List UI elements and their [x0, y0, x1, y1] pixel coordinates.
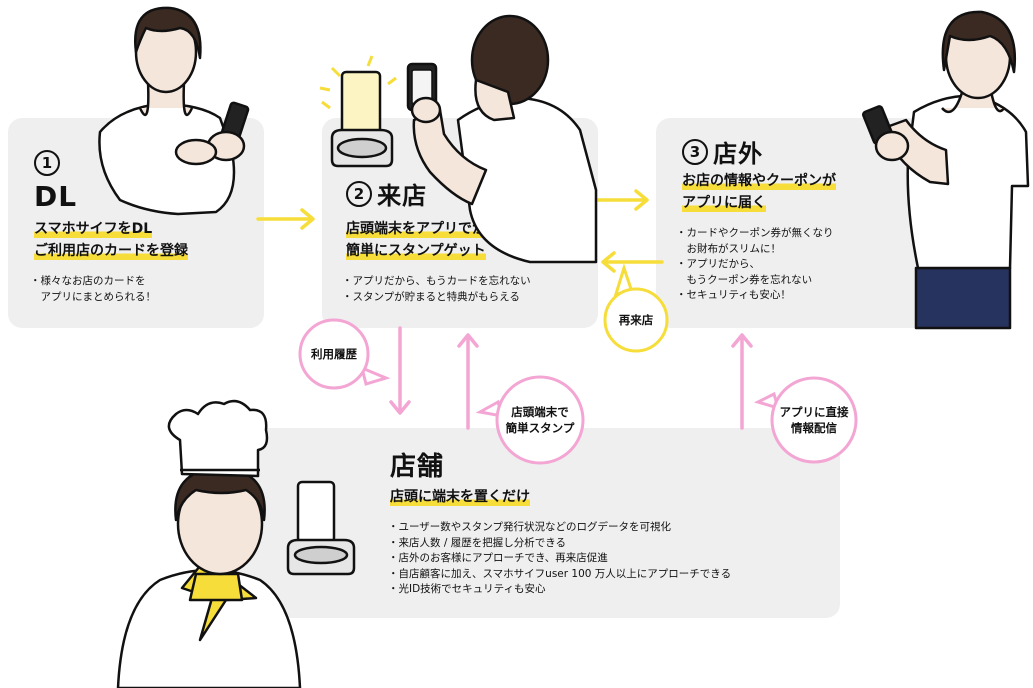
step1-number: 1	[34, 150, 60, 176]
step1-title: DL	[34, 180, 78, 213]
step3-title: 店外	[713, 140, 764, 168]
step2-title: 来店	[377, 182, 428, 210]
arrow-step3-to-step2	[601, 251, 664, 273]
step3-heading: 3 店外	[682, 134, 763, 169]
step1-bullet: アプリにまとめられる！	[30, 290, 156, 303]
store-bullet: ・光ID技術でセキュリティも安心	[388, 583, 546, 595]
store-bullet: ・店外のお客様にアプローチでき、再来店促進	[388, 552, 608, 564]
step1-headline-line2: ご利用店のカードを登録	[34, 240, 188, 262]
step3-bullet: もうクーポン券を忘れない	[676, 273, 813, 286]
step1-headline-line1: スマホサイフをDL	[34, 218, 153, 240]
arrow-step2-to-step3	[590, 189, 649, 211]
step3-bullet: ・アプリだから、	[676, 258, 760, 270]
step3-headline-line2: アプリに届く	[682, 192, 766, 214]
step2-headline-line2: 簡単にスタンプゲット	[346, 240, 486, 262]
history-bubble-label: 利用履歴	[311, 347, 357, 361]
step3-bullet: ・カードやクーポン券が無くなり	[676, 227, 834, 239]
arrow-delivery-up	[731, 333, 753, 430]
arrow-history-down	[389, 326, 411, 415]
step3-headline: お店の情報やクーポンが アプリに届く	[682, 170, 836, 214]
delivery-bubble-label: アプリに直接 情報配信	[779, 405, 849, 435]
store-title: 店舗	[390, 452, 445, 482]
step3-bullet: ・セキュリティも安心！	[676, 289, 791, 301]
store-bullets: ・ユーザー数やスタンプ発行状況などのログデータを可視化 ・来店人数 / 履歴を把…	[388, 520, 731, 598]
step1-bullet: ・様々なお店のカードを	[30, 275, 146, 287]
step2-bullets: ・アプリだから、もうカードを忘れない ・スタンプが貯まると特典がもらえる	[342, 274, 531, 305]
store-headline: 店頭に端末を置くだけ	[390, 486, 530, 508]
step3-bullet: お財布がスリムに！	[676, 242, 781, 255]
step2-headline: 店頭端末をアプリでかざし 簡単にスタンプゲット	[346, 218, 514, 262]
stamp-bubble-label: 店頭端末で 簡単スタンプ	[505, 405, 575, 435]
arrow-stamp-up	[457, 333, 479, 430]
store-bullet: ・来店人数 / 履歴を把握し分析できる	[388, 536, 567, 549]
step1-headline: スマホサイフをDL ご利用店のカードを登録	[34, 218, 188, 262]
step2-heading: 2 来店	[346, 176, 427, 211]
step3-bullets: ・カードやクーポン券が無くなり お財布がスリムに！ ・アプリだから、 もうクーポ…	[676, 226, 834, 304]
step1-bullets: ・様々なお店のカードを アプリにまとめられる！	[30, 274, 156, 305]
store-bullet: ・自店顧客に加え、スマホサイフuser 100 万人以上にアプローチできる	[388, 567, 732, 580]
arrow-step1-to-step2	[256, 208, 315, 230]
revisit-bubble-label: 再来店	[618, 313, 654, 327]
step3-headline-line1: お店の情報やクーポンが	[682, 170, 836, 192]
store-bullet: ・ユーザー数やスタンプ発行状況などのログデータを可視化	[388, 521, 671, 533]
step2-bullet: ・スタンプが貯まると特典がもらえる	[342, 290, 520, 303]
step2-headline-line1: 店頭端末をアプリでかざし	[346, 218, 514, 240]
step2-bullet: ・アプリだから、もうカードを忘れない	[342, 275, 531, 287]
